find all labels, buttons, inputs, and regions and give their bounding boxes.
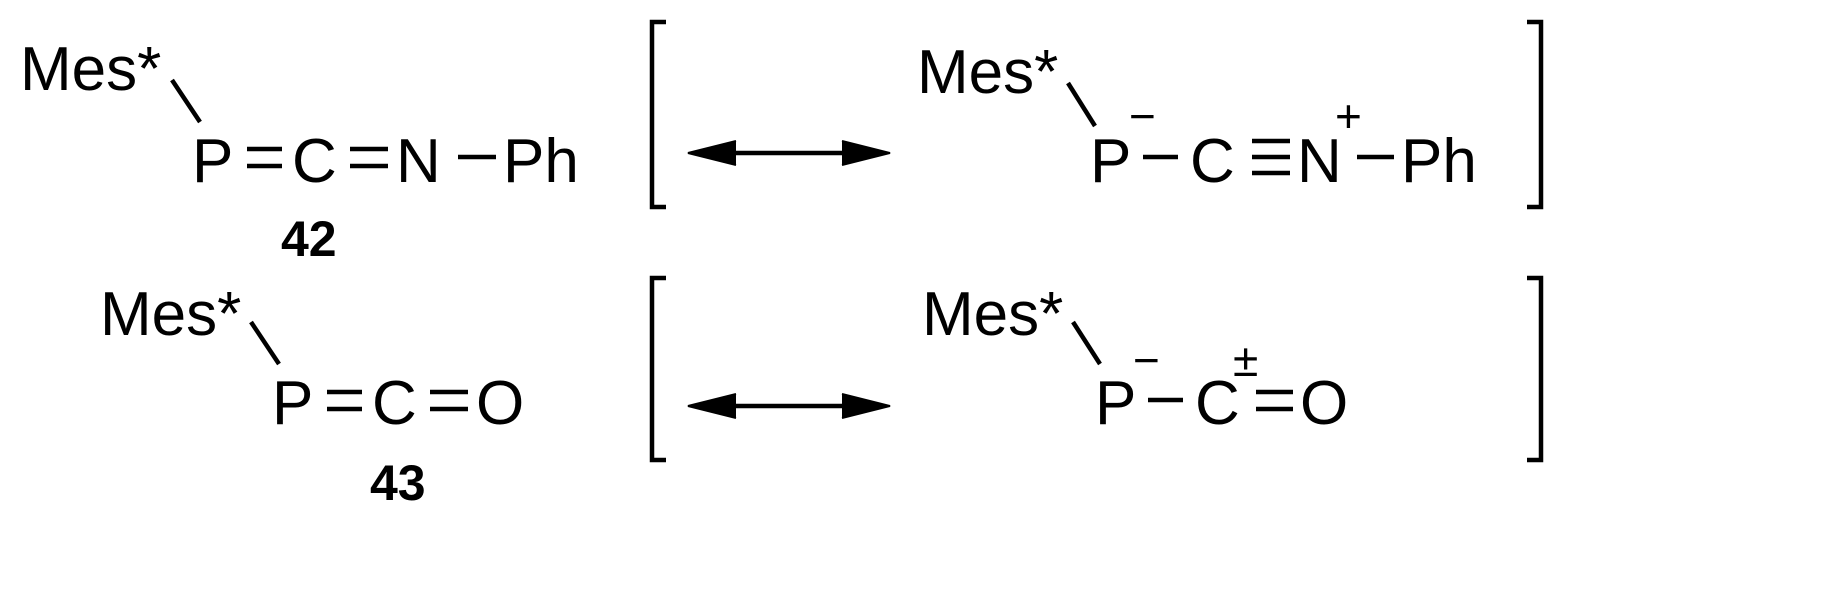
resonance-bracket-row-43: Mes* P − C ± O [649, 275, 1544, 463]
right-bracket [1527, 275, 1544, 463]
right-bracket [1527, 19, 1544, 210]
phenyl-group: Ph [1401, 127, 1477, 196]
phosphorus-atom: P [272, 369, 313, 438]
left-bracket [649, 275, 666, 463]
compound-number-label: 43 [370, 455, 426, 511]
mes-star-substituent: Mes* [100, 280, 241, 349]
compound-42-structure: Mes* P C N Ph 42 [20, 35, 579, 267]
mes-p-bond [170, 78, 202, 124]
compound-number-label: 42 [281, 211, 337, 267]
nitrogen-atom: N [1297, 127, 1342, 196]
carbon-atom: C [1195, 369, 1240, 438]
positive-charge: + [1335, 90, 1362, 142]
mes-star-substituent: Mes* [917, 38, 1058, 107]
negative-charge: − [1129, 90, 1156, 142]
mes-p-bond [1066, 81, 1097, 128]
phosphorus-atom: P [1090, 127, 1131, 196]
phosphorus-atom: P [192, 127, 233, 196]
mes-p-bond [249, 320, 281, 366]
mes-star-substituent: Mes* [20, 35, 161, 104]
mes-p-bond [1071, 320, 1102, 366]
resonance-bracket-row-42: Mes* P − C N + Ph [649, 19, 1544, 210]
nitrogen-atom: N [396, 127, 441, 196]
carbon-atom: C [1190, 127, 1235, 196]
mes-star-substituent: Mes* [922, 280, 1063, 349]
resonance-arrow [687, 140, 891, 166]
phosphorus-atom: P [1095, 369, 1136, 438]
phenyl-group: Ph [503, 127, 579, 196]
negative-charge: − [1133, 334, 1160, 386]
resonance-arrow [687, 393, 891, 419]
compound-43-structure: Mes* P C O 43 [100, 280, 524, 511]
carbon-atom: C [372, 369, 417, 438]
carbon-atom: C [292, 127, 337, 196]
left-bracket [649, 19, 666, 210]
oxygen-atom: O [476, 369, 524, 438]
oxygen-atom: O [1300, 369, 1348, 438]
plus-minus-charge: ± [1233, 334, 1258, 386]
